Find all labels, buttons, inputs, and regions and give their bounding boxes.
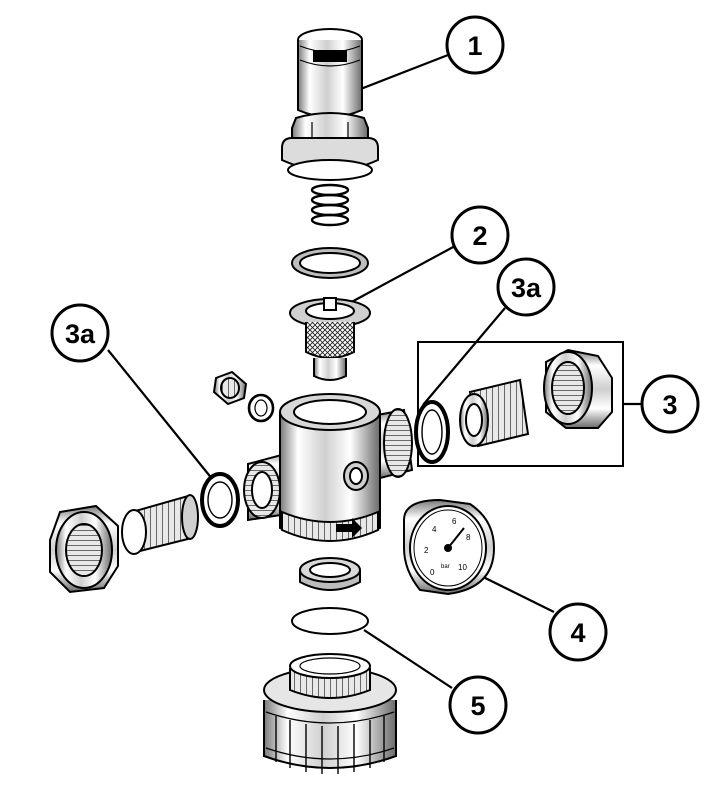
knob-number: 4 bbox=[327, 52, 332, 61]
leader-lines bbox=[107, 53, 643, 689]
callout-2-label: 2 bbox=[472, 221, 487, 251]
gauge-unit: bar bbox=[441, 564, 450, 570]
part-5-oring bbox=[291, 607, 369, 635]
callout-5: 5 bbox=[448, 675, 508, 735]
callout-1-label: 1 bbox=[467, 31, 482, 61]
gauge-scale: 0 2 4 6 8 10 bar bbox=[424, 517, 471, 577]
flat-gasket bbox=[291, 247, 369, 279]
part-2-strainer bbox=[289, 297, 371, 381]
lower-check-ring bbox=[299, 557, 361, 591]
leader-line-5 bbox=[363, 629, 453, 689]
gauge-tick-10: 10 bbox=[458, 563, 467, 572]
part-1-cartridge: 4 bbox=[281, 28, 379, 227]
callout-5-label: 5 bbox=[470, 691, 485, 721]
part-3-union-fitting bbox=[414, 348, 613, 464]
gauge-tick-6: 6 bbox=[452, 517, 457, 526]
callout-3a-left: 3a bbox=[50, 303, 110, 363]
callout-4-label: 4 bbox=[570, 618, 585, 648]
filter-bowl-collar bbox=[263, 653, 397, 774]
spring bbox=[310, 183, 350, 227]
collar-ribs bbox=[275, 716, 385, 774]
plug-and-oring bbox=[212, 370, 275, 423]
callout-2: 2 bbox=[450, 205, 510, 265]
gauge-tick-8: 8 bbox=[466, 533, 471, 542]
valve-body bbox=[243, 393, 414, 542]
callouts: 1 2 3a 3a 3 4 5 bbox=[50, 15, 700, 735]
gauge-needle bbox=[447, 527, 465, 549]
leader-line-2 bbox=[345, 245, 456, 306]
callout-3-label: 3 bbox=[662, 390, 677, 420]
callout-3a-left-label: 3a bbox=[65, 319, 96, 349]
gauge-tick-4: 4 bbox=[432, 525, 437, 534]
knob-scale-window bbox=[313, 50, 347, 62]
leader-line-3a-right bbox=[422, 307, 506, 406]
part-3-bracket-box bbox=[417, 341, 624, 467]
flow-arrow-icon bbox=[336, 518, 362, 538]
gauge-tick-0: 0 bbox=[430, 568, 435, 577]
part-4-pressure-gauge bbox=[403, 498, 496, 596]
callout-3: 3 bbox=[640, 374, 700, 434]
callout-3a-right: 3a bbox=[496, 257, 556, 317]
leader-line-3a-left bbox=[107, 349, 214, 481]
callout-1: 1 bbox=[445, 15, 505, 75]
left-union-fitting bbox=[49, 472, 240, 594]
callout-4: 4 bbox=[548, 602, 608, 662]
callout-3a-right-label: 3a bbox=[511, 273, 542, 303]
gauge-tick-2: 2 bbox=[424, 546, 429, 555]
